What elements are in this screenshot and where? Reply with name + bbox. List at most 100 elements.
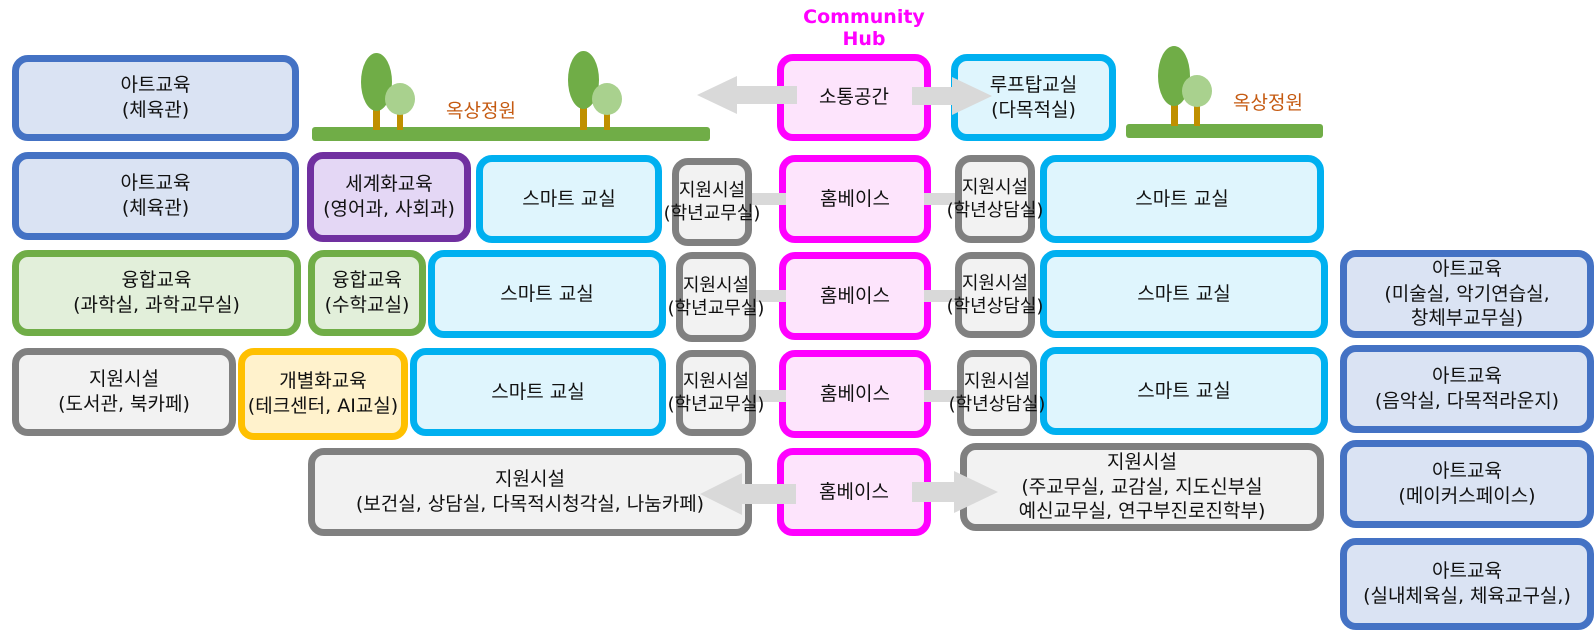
arts-education-music-box: 아트교육 (음악실, 다목적라운지) bbox=[1340, 345, 1594, 433]
tree-icon bbox=[592, 83, 622, 115]
arts-education-gym-box: 아트교육 (체육관) bbox=[12, 55, 299, 141]
arts-education-maker-box: 아트교육 (메이커스페이스) bbox=[1340, 440, 1594, 528]
box-title: 지원시설 bbox=[961, 176, 1029, 198]
box-subtitle: (테크센터, AI교실) bbox=[247, 395, 399, 417]
box-title: 아트교육 bbox=[120, 172, 191, 195]
box-title: 아트교육 bbox=[1432, 460, 1502, 483]
box-title: 융합교육 bbox=[332, 269, 402, 292]
rooftop-garden-label: 옥상정원 bbox=[446, 100, 516, 122]
box-title: 스마트 교실 bbox=[1137, 282, 1231, 305]
box-title: 세계화교육 bbox=[345, 173, 433, 196]
smart-classroom-box: 스마트 교실 bbox=[476, 155, 662, 243]
homebase-box: 홈베이스 bbox=[777, 448, 931, 536]
arrow-right-icon bbox=[912, 471, 998, 513]
box-title: 지원시설 bbox=[682, 370, 750, 392]
smart-classroom-box: 스마트 교실 bbox=[1040, 347, 1328, 435]
grade-counseling-box: 지원시설 (학년상담실) bbox=[947, 155, 1043, 243]
grade-counseling-box: 지원시설 (학년상담실) bbox=[949, 350, 1045, 436]
box-title: 아트교육 bbox=[1432, 257, 1502, 280]
box-title: 지원시설 bbox=[678, 179, 746, 201]
garden-ground bbox=[1126, 124, 1323, 138]
arrow-right-icon bbox=[912, 77, 992, 115]
communication-space-box: 소통공간 bbox=[777, 54, 931, 141]
health-support-box: 지원시설 (보건실, 상담실, 다목적시청각실, 나눔카페) bbox=[308, 448, 752, 536]
box-subtitle: (학년상담실) bbox=[948, 394, 1046, 415]
box-title: 스마트 교실 bbox=[1135, 187, 1229, 210]
box-subtitle: (과학실, 과학교무실) bbox=[73, 294, 240, 316]
arrow-left-icon bbox=[697, 76, 797, 114]
box-subtitle: (체육관) bbox=[121, 197, 190, 219]
box-title: 홈베이스 bbox=[820, 187, 890, 210]
smart-classroom-box: 스마트 교실 bbox=[1040, 155, 1324, 243]
box-title: 스마트 교실 bbox=[1137, 379, 1231, 402]
convergence-math-box: 융합교육 (수학교실) bbox=[308, 250, 426, 336]
connector-line bbox=[924, 390, 960, 402]
box-title: 홈베이스 bbox=[820, 284, 890, 307]
box-subtitle: (학년교무실) bbox=[667, 298, 765, 319]
box-title: 스마트 교실 bbox=[500, 282, 594, 305]
global-education-box: 세계화교육 (영어과, 사회과) bbox=[307, 152, 471, 242]
box-title: 개별화교육 bbox=[279, 370, 367, 393]
box-title: 소통공간 bbox=[819, 86, 889, 109]
box-subtitle: (미술실, 악기연습실, bbox=[1384, 282, 1550, 305]
convergence-science-box: 융합교육 (과학실, 과학교무실) bbox=[12, 250, 301, 336]
connector-line bbox=[752, 290, 786, 302]
arts-education-gym-box: 아트교육 (체육관) bbox=[12, 152, 299, 240]
tree-icon bbox=[385, 83, 415, 115]
connector-line bbox=[924, 290, 960, 302]
box-title: 홈베이스 bbox=[820, 382, 890, 405]
box-subtitle: (보건실, 상담실, 다목적시청각실, 나눔카페) bbox=[355, 493, 705, 515]
box-subtitle: (학년상담실) bbox=[946, 296, 1044, 317]
smart-classroom-box: 스마트 교실 bbox=[410, 348, 666, 436]
box-subtitle: 창체부교무실) bbox=[1410, 307, 1524, 330]
homebase-box: 홈베이스 bbox=[779, 252, 931, 340]
tree-trunk bbox=[1171, 90, 1178, 126]
box-title: 아트교육 bbox=[1432, 560, 1502, 583]
box-title: 아트교육 bbox=[1432, 365, 1502, 388]
connector-line bbox=[752, 390, 786, 402]
arts-education-pe-box: 아트교육 (실내체육실, 체육교구실,) bbox=[1340, 538, 1594, 630]
admin-support-box: 지원시설 (주교무실, 교감실, 지도신부실 예신교무실, 연구부진로진학부) bbox=[960, 443, 1324, 531]
homebase-box: 홈베이스 bbox=[779, 350, 931, 438]
grade-office-box: 지원시설 (학년교무실) bbox=[668, 350, 764, 436]
tree-icon bbox=[1182, 75, 1212, 107]
box-subtitle: (체육관) bbox=[121, 99, 190, 121]
box-subtitle: (실내체육실, 체육교구실,) bbox=[1363, 585, 1571, 607]
box-title: 지원시설 bbox=[495, 468, 565, 491]
smart-classroom-box: 스마트 교실 bbox=[428, 250, 666, 338]
tree-trunk bbox=[580, 94, 587, 130]
grade-office-box: 지원시설 (학년교무실) bbox=[664, 158, 760, 246]
box-subtitle: (수학교실) bbox=[324, 294, 410, 316]
homebase-box: 홈베이스 bbox=[779, 155, 931, 243]
box-subtitle: (학년교무실) bbox=[667, 394, 765, 415]
tree-trunk bbox=[1194, 104, 1200, 126]
personalized-education-box: 개별화교육 (테크센터, AI교실) bbox=[238, 348, 408, 440]
box-title: 지원시설 bbox=[682, 274, 750, 296]
box-subtitle: (메이커스페이스) bbox=[1398, 485, 1536, 507]
box-subtitle: (다목적실) bbox=[991, 98, 1076, 121]
grade-counseling-box: 지원시설 (학년상담실) bbox=[947, 252, 1043, 338]
box-title: 스마트 교실 bbox=[522, 187, 616, 210]
box-title: 지원시설 bbox=[89, 368, 159, 391]
box-title: 스마트 교실 bbox=[491, 380, 585, 403]
box-title: 지원시설 bbox=[963, 370, 1031, 392]
box-subtitle: (학년교무실) bbox=[663, 203, 761, 224]
diagram-title: Community Hub bbox=[803, 6, 925, 50]
tree-trunk bbox=[604, 108, 610, 130]
library-box: 지원시설 (도서관, 북카페) bbox=[12, 348, 236, 436]
garden-ground bbox=[312, 127, 710, 141]
grade-office-box: 지원시설 (학년교무실) bbox=[668, 252, 764, 342]
box-subtitle: (음악실, 다목적라운지) bbox=[1374, 390, 1560, 412]
box-subtitle: (도서관, 북카페) bbox=[58, 393, 190, 415]
box-title: 아트교육 bbox=[120, 74, 191, 97]
box-subtitle: (주교무실, 교감실, 지도신부실 bbox=[1021, 475, 1263, 498]
box-title: 융합교육 bbox=[121, 269, 192, 292]
connector-line bbox=[752, 193, 786, 205]
box-title: 루프탑교실 bbox=[989, 73, 1078, 96]
smart-classroom-box: 스마트 교실 bbox=[1040, 250, 1328, 338]
arts-education-art-box: 아트교육 (미술실, 악기연습실, 창체부교무실) bbox=[1340, 250, 1594, 338]
tree-trunk bbox=[373, 96, 380, 130]
box-subtitle: (학년상담실) bbox=[946, 200, 1044, 221]
connector-line bbox=[924, 193, 960, 205]
box-title: 홈베이스 bbox=[819, 480, 889, 503]
